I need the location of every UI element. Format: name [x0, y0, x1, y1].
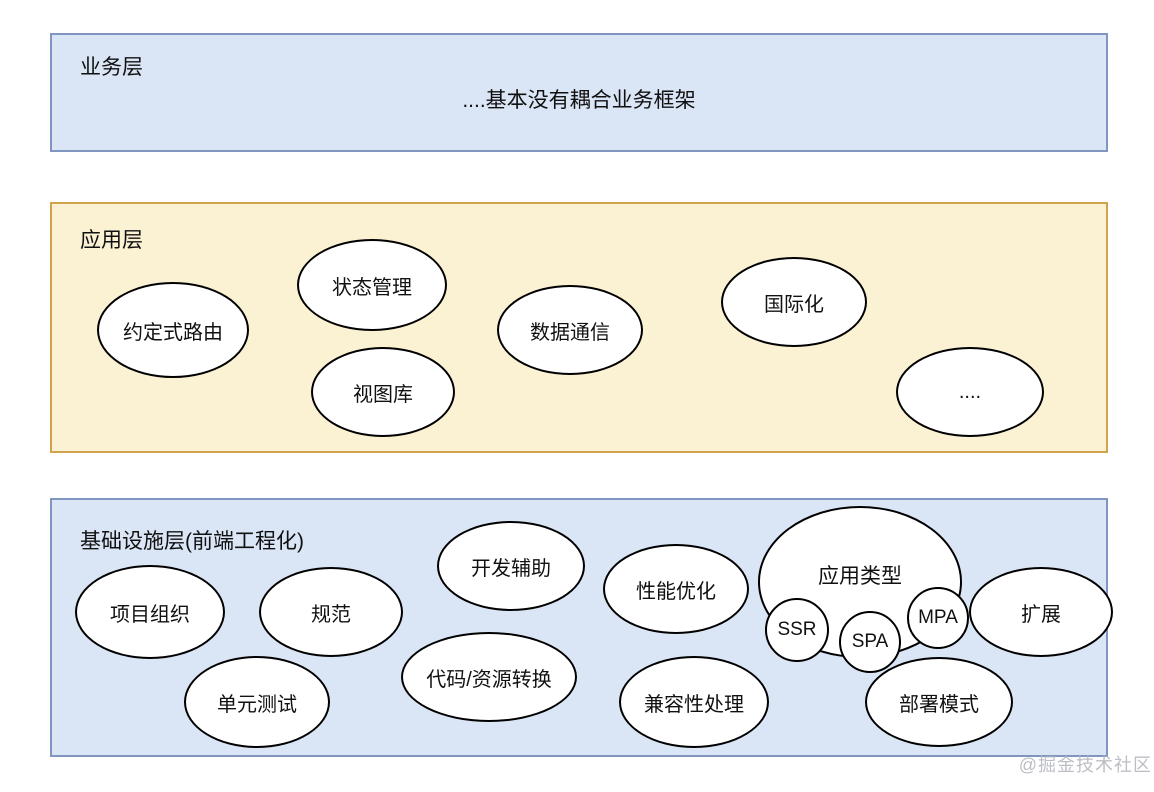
- node-dev-assistance: 开发辅助: [437, 521, 585, 611]
- node-code-resource-transform: 代码/资源转换: [401, 632, 577, 722]
- node-mpa: MPA: [907, 587, 969, 649]
- application-layer-label: 应用层: [80, 229, 143, 252]
- infrastructure-layer-label: 基础设施层(前端工程化): [80, 530, 304, 553]
- node-performance-optimization: 性能优化: [603, 544, 749, 634]
- node-compatibility-handling: 兼容性处理: [619, 656, 769, 748]
- node-view-library: 视图库: [311, 347, 455, 437]
- node-data-communication: 数据通信: [497, 285, 643, 375]
- juejin-watermark: @掘金技术社区: [1018, 755, 1152, 775]
- node-conventional-routing: 约定式路由: [97, 282, 249, 378]
- business-layer-box: 业务层 ....基本没有耦合业务框架: [50, 33, 1108, 152]
- node-unit-testing: 单元测试: [184, 656, 330, 748]
- node-ssr: SSR: [765, 598, 829, 662]
- node-deployment-mode: 部署模式: [865, 657, 1013, 747]
- node-standards: 规范: [259, 567, 403, 657]
- node-extension: 扩展: [969, 567, 1113, 657]
- node-more: ....: [896, 347, 1044, 437]
- business-layer-label: 业务层: [80, 56, 143, 79]
- node-state-management: 状态管理: [297, 239, 447, 331]
- node-project-organization: 项目组织: [75, 565, 225, 659]
- node-spa: SPA: [839, 611, 901, 673]
- business-layer-note: ....基本没有耦合业务框架: [462, 89, 696, 112]
- node-i18n: 国际化: [721, 257, 867, 347]
